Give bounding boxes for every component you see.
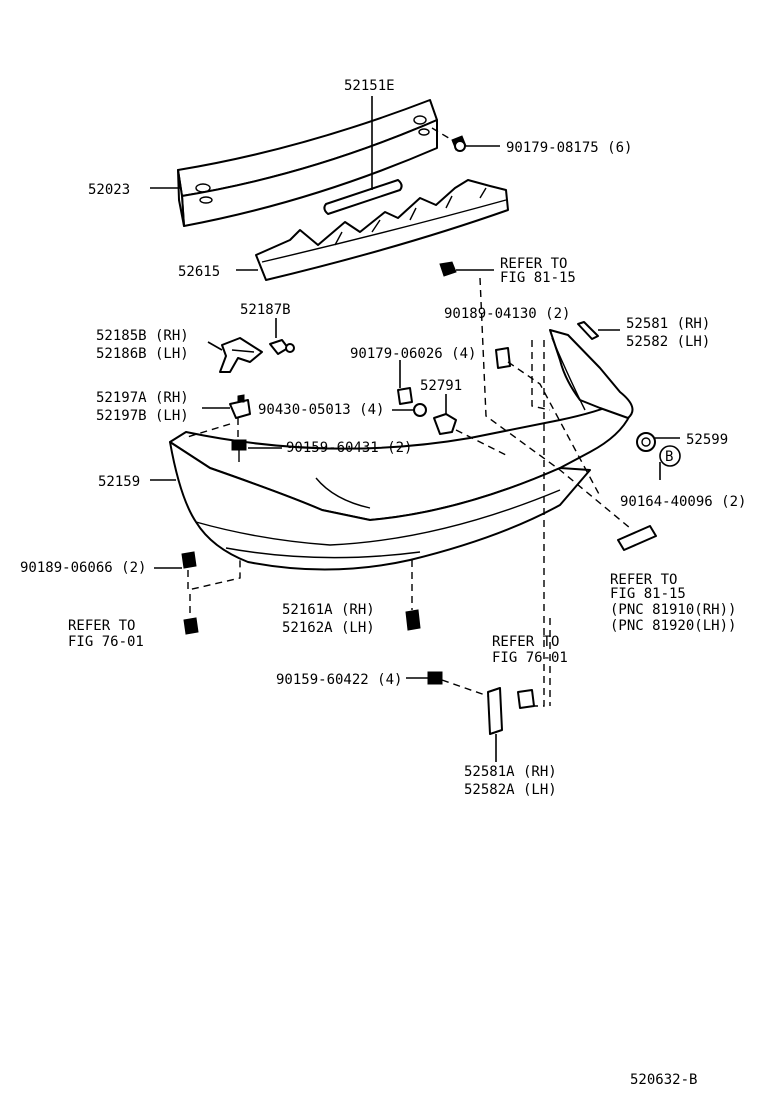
- label-fig-81-15-2: FIG 81-15: [610, 586, 686, 602]
- label-90159-60431: 90159-60431 (2): [286, 440, 412, 456]
- clip-icon: [183, 617, 199, 635]
- clip-icon: [405, 609, 421, 631]
- nut-icon: [397, 387, 413, 405]
- part-labels: 52151E 90179-08175 (6) 52023 52615 REFER…: [20, 78, 746, 1088]
- label-pnc-81920: (PNC 81920(LH)): [610, 618, 736, 634]
- label-52582a: 52582A (LH): [464, 782, 557, 798]
- bumper-cover: [169, 329, 634, 571]
- label-52186b: 52186B (LH): [96, 346, 189, 362]
- label-90179-08175: 90179-08175 (6): [506, 140, 632, 156]
- callout-b-circle: [659, 445, 681, 467]
- label-90179-06026: 90179-06026 (4): [350, 346, 476, 362]
- clip-nut-icon: [495, 347, 511, 369]
- energy-absorber: [255, 179, 509, 281]
- label-90189-06066: 90189-06066 (2): [20, 560, 146, 576]
- label-52581a: 52581A (RH): [464, 764, 557, 780]
- label-52581: 52581 (RH): [626, 316, 710, 332]
- label-refer-to-3: REFER TO: [68, 618, 135, 634]
- label-fig-81-15-1: FIG 81-15: [500, 270, 576, 286]
- screw-icon: [231, 439, 247, 462]
- label-90189-04130: 90189-04130 (2): [444, 306, 570, 322]
- label-52582: 52582 (LH): [626, 334, 710, 350]
- leader-lines: [150, 96, 680, 762]
- label-52159: 52159: [98, 474, 140, 490]
- label-fig-76-01-4: FIG 76-01: [492, 650, 568, 666]
- label-90164-40096: 90164-40096 (2): [620, 494, 746, 510]
- clip-icon: [181, 551, 197, 569]
- bumper-reinforcement: [177, 99, 438, 227]
- nut-icon: [517, 689, 535, 709]
- retainer-clip-small: [577, 321, 599, 340]
- diagram-code: 520632-B: [630, 1072, 697, 1088]
- label-52599: 52599: [686, 432, 728, 448]
- label-refer-to-4: REFER TO: [492, 634, 559, 650]
- bolt-icon: [439, 261, 457, 277]
- washer-icon: [413, 403, 427, 417]
- plug-icon: [433, 413, 457, 435]
- screw-icon: [427, 671, 443, 685]
- bumper-spacer: [323, 179, 403, 215]
- bolt-icon: [451, 135, 467, 152]
- label-52162a: 52162A (LH): [282, 620, 375, 636]
- label-52161a: 52161A (RH): [282, 602, 375, 618]
- label-52187b: 52187B: [240, 302, 291, 318]
- label-52185b: 52185B (RH): [96, 328, 189, 344]
- label-52615: 52615: [178, 264, 220, 280]
- callout-b: B: [665, 449, 673, 465]
- reflector-icon: [617, 525, 657, 551]
- label-refer-to-1: REFER TO: [500, 256, 567, 272]
- dashed-guide-lines: [183, 127, 631, 707]
- side-retainer-bracket: [487, 687, 503, 735]
- label-52197a: 52197A (RH): [96, 390, 189, 406]
- label-refer-to-2: REFER TO: [610, 572, 677, 588]
- grommet-icon: [636, 432, 656, 452]
- label-fig-76-01-3: FIG 76-01: [68, 634, 144, 650]
- label-90430-05013: 90430-05013 (4): [258, 402, 384, 418]
- clip-icon: [269, 339, 295, 355]
- bumper-side-bracket: [219, 337, 263, 373]
- label-52151e: 52151E: [344, 78, 395, 94]
- label-52197b: 52197B (LH): [96, 408, 189, 424]
- label-90159-60422: 90159-60422 (4): [276, 672, 402, 688]
- retainer-clip: [229, 394, 251, 419]
- label-pnc-81910: (PNC 81910(RH)): [610, 602, 736, 618]
- label-52791: 52791: [420, 378, 462, 394]
- label-52023: 52023: [88, 182, 130, 198]
